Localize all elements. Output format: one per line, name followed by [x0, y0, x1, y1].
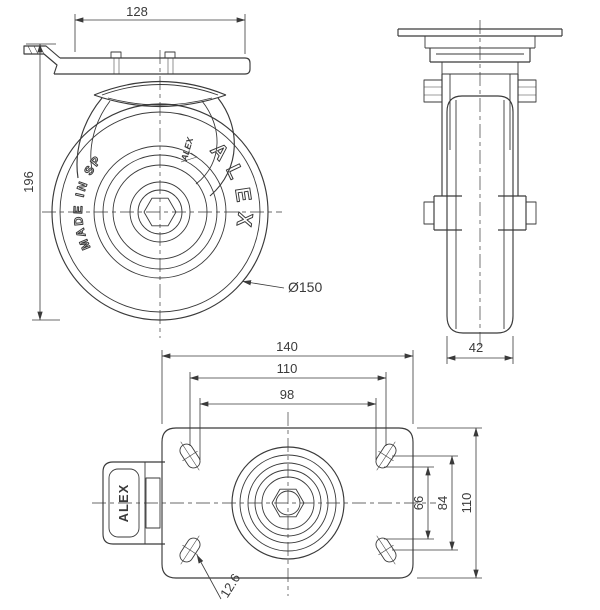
fork-side [423, 74, 537, 231]
kingpin-hex [271, 488, 305, 518]
dim-150-label: Ø150 [288, 279, 322, 295]
axle-hex-nut [143, 197, 177, 227]
mounting-plate-plan [161, 427, 414, 579]
dim-wheel-diameter-150: Ø150 [242, 279, 322, 295]
dim-110-right-label: 110 [459, 493, 474, 514]
dim-bolt-spacing-66: 66 [384, 466, 434, 540]
dim-196-label: 196 [21, 171, 36, 193]
bolt-slot-bottom-right [375, 535, 397, 565]
dim-bolt-spacing-110: 110 [189, 361, 387, 446]
dim-bolt-spacing-84: 84 [392, 455, 458, 551]
bolt-slot-top-right [375, 441, 397, 471]
dim-42-label: 42 [469, 340, 483, 355]
dim-wheel-width-42: 42 [446, 336, 514, 364]
top-plate-side [397, 28, 563, 49]
dim-overall-height-196: 196 [21, 43, 60, 321]
brake-pedal-front [23, 45, 61, 75]
dim-84-label: 84 [435, 496, 450, 510]
wheel-front [51, 103, 269, 321]
hub-logo: ALEX [179, 135, 198, 163]
fork-front [76, 97, 235, 197]
side-view: 42 [397, 20, 563, 364]
wheel-side [446, 95, 514, 334]
swivel-hub-plan [231, 446, 345, 560]
dim-bolt-spacing-98: 98 [199, 387, 377, 460]
dim-66-label: 66 [411, 496, 426, 510]
dim-plate-length-140: 140 [161, 339, 414, 424]
bolt-slot-bottom-left [179, 535, 201, 565]
axle-nut-left [423, 201, 435, 225]
dim-128-label: 128 [126, 4, 148, 19]
front-view: MADE IN SP ALEX ALEX 128 196 Ø150 [21, 4, 322, 338]
dim-110-top-label: 110 [277, 361, 298, 376]
front-centerlines [42, 50, 282, 338]
pedal-brand-label: ALEX [116, 484, 131, 523]
dim-plate-width-128: 128 [74, 4, 246, 54]
swivel-raceway-front [93, 80, 227, 108]
dim-140-label: 140 [276, 339, 298, 354]
svg-text:ALEX: ALEX [179, 135, 196, 163]
dim-12-6-label: 12.6 [217, 571, 243, 600]
brake-pedal-plan: ALEX [102, 461, 165, 545]
swivel-raceway-side [429, 48, 531, 75]
wheel-brand-text: ALEX [206, 138, 257, 237]
dim-98-label: 98 [280, 387, 294, 402]
plan-centerlines [92, 412, 436, 596]
wheel-made-in-text: MADE IN SP [71, 152, 105, 252]
bolt-slot-top-left [179, 441, 201, 471]
top-plate-front [23, 45, 251, 75]
dim-plate-width-110: 110 [417, 427, 482, 579]
plan-view: ALEX 140 110 98 66 [92, 339, 482, 600]
axle-nut-right [525, 201, 537, 225]
